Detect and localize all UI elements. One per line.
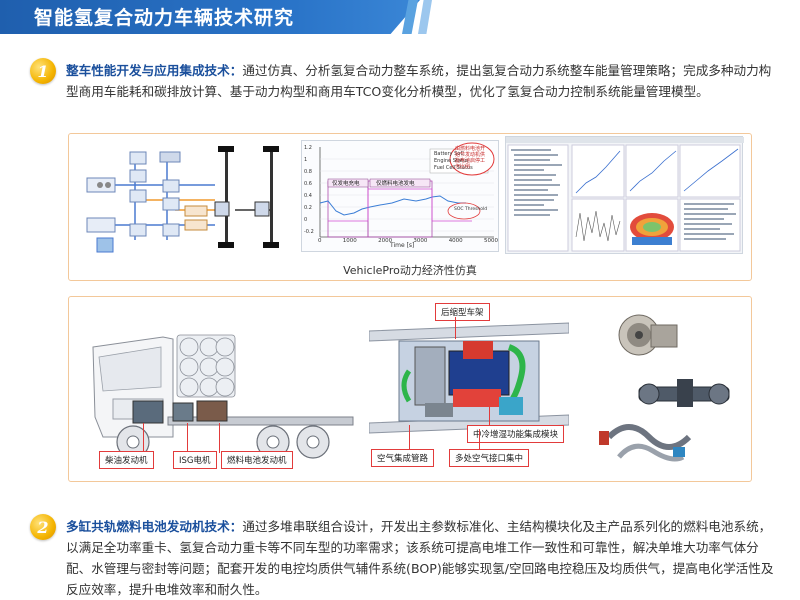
x-axis-ticks: 0 1000 2000 3000 4000 5000 bbox=[318, 238, 498, 244]
section-1-body: 通过仿真、分析氢复合动力整车系统，提出氢复合动力系统整车能量管理策略；完成多种动… bbox=[66, 63, 772, 99]
x-tick: 5000 bbox=[483, 238, 498, 244]
x-axis-label: Time [s] bbox=[390, 242, 415, 249]
section-number-badge: 1 bbox=[30, 58, 56, 84]
x-tick: 4000 bbox=[448, 238, 463, 244]
legend-item: Fuel Cell Status bbox=[434, 165, 473, 171]
axle-assembly-image bbox=[638, 379, 730, 407]
legend-item: Battery SoC bbox=[434, 151, 464, 157]
chart-legend: Battery SoC Engine Status Fuel Cell Stat… bbox=[434, 151, 473, 172]
header-stripe bbox=[418, 0, 432, 34]
section-2-body: 通过多堆串联组合设计，开发出主参数标准化、主结构模块化及主产品系列化的燃料电池系… bbox=[66, 519, 774, 597]
y-tick: 0.6 bbox=[304, 181, 312, 187]
y-tick: 0.4 bbox=[304, 193, 312, 199]
phase-label: 仅燃料电池发电 bbox=[376, 181, 415, 187]
motor-assembly-image bbox=[618, 314, 678, 356]
fuel-cell-module-drawing bbox=[369, 322, 569, 434]
simulation-panel: Battery SoC Engine Status Fuel Cell Stat… bbox=[68, 133, 752, 281]
section-number-badge: 2 bbox=[30, 514, 56, 540]
chart-callout: 由燃料电池开始节发动机供能电池启停工作比例 bbox=[455, 146, 486, 170]
x-tick: 3000 bbox=[413, 238, 428, 244]
threshold-label: SOC Threshold bbox=[454, 207, 488, 212]
y-tick: -0.2 bbox=[304, 229, 314, 235]
x-tick: 1000 bbox=[342, 238, 357, 244]
callout-line bbox=[219, 423, 221, 453]
diesel-engine-label: 柴油发动机 bbox=[99, 451, 154, 469]
section-2: 2 多缸共轨燃料电池发动机技术：通过多堆串联组合设计，开发出主参数标准化、主结构… bbox=[30, 514, 780, 600]
callout-line bbox=[409, 425, 411, 449]
software-svg bbox=[506, 137, 744, 252]
header-banner bbox=[0, 0, 420, 34]
air-port-label: 多处空气接口集中 bbox=[449, 449, 530, 467]
page-title: 智能氢复合动力车辆技术研究 bbox=[34, 7, 295, 29]
y-tick: 0 bbox=[304, 217, 308, 223]
page-header: 智能氢复合动力车辆技术研究 bbox=[0, 0, 800, 40]
callout-line bbox=[143, 423, 145, 453]
section-2-text: 多缸共轨燃料电池发动机技术：通过多堆串联组合设计，开发出主参数标准化、主结构模块… bbox=[66, 516, 782, 600]
section-1-text: 整车性能开发与应用集成技术：通过仿真、分析氢复合动力整车系统，提出氢复合动力系统… bbox=[66, 60, 782, 102]
y-tick: 0.2 bbox=[304, 205, 312, 211]
hardware-panel: 柴油发动机 ISG电机 燃料电池发动机 后缩型车架 中冷增湿功能集成模块 空气集… bbox=[68, 296, 752, 482]
isg-motor-label: ISG电机 bbox=[173, 451, 217, 469]
architecture-svg bbox=[86, 146, 279, 253]
y-tick: 1 bbox=[304, 157, 308, 163]
x-tick: 0 bbox=[318, 238, 322, 244]
callout-line bbox=[489, 407, 491, 425]
section-1: 1 整车性能开发与应用集成技术：通过仿真、分析氢复合动力整车系统，提出氢复合动力… bbox=[30, 58, 780, 124]
panel-caption: VehiclePro动力经济性仿真 bbox=[343, 264, 477, 277]
legend-item: Engine Status bbox=[434, 158, 469, 164]
section-1-heading: 整车性能开发与应用集成技术： bbox=[66, 63, 243, 78]
y-tick: 0.8 bbox=[304, 169, 312, 175]
callout-line bbox=[479, 429, 481, 449]
fuel-cell-engine-label: 燃料电池发动机 bbox=[221, 451, 293, 469]
callout-line bbox=[187, 423, 189, 453]
callout-line bbox=[455, 317, 457, 339]
section-2-heading: 多缸共轨燃料电池发动机技术： bbox=[66, 519, 243, 534]
piping-module-image bbox=[599, 424, 692, 462]
vehiclepro-software-screenshot bbox=[505, 136, 744, 254]
soc-chart-svg bbox=[319, 142, 495, 238]
rear-frame-label: 后缩型车架 bbox=[435, 303, 490, 321]
y-tick: 1.2 bbox=[304, 145, 312, 151]
y-axis-ticks: 1.2 1 0.8 0.6 0.4 0.2 0 -0.2 bbox=[304, 145, 314, 235]
phase-label: 仅发电充电 bbox=[332, 181, 360, 187]
intercooler-module-label: 中冷增湿功能集成模块 bbox=[467, 425, 565, 443]
powertrain-architecture-diagram bbox=[75, 140, 297, 258]
soc-line-chart: Battery SoC Engine Status Fuel Cell Stat… bbox=[301, 140, 499, 252]
air-pipe-label: 空气集成管路 bbox=[371, 449, 435, 467]
component-photos bbox=[599, 314, 730, 462]
x-tick: 2000 bbox=[378, 238, 393, 244]
truck-drawing bbox=[92, 334, 354, 459]
